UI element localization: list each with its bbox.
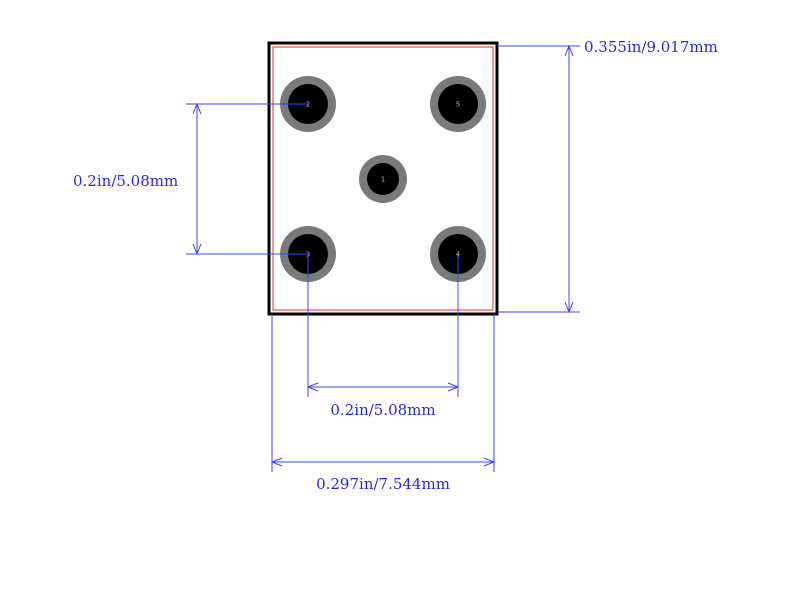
package-outline (267, 41, 499, 316)
courtyard-outline (272, 46, 494, 311)
height-dimension-label: 0.355in/9.017mm (584, 38, 718, 56)
vertical-pitch-label: 0.2in/5.08mm (73, 172, 178, 190)
horizontal-pitch-dimension: 0.2in/5.08mm (306, 254, 460, 419)
width-dimension-label: 0.297in/7.544mm (316, 475, 450, 493)
pad-5: 5 (430, 76, 486, 132)
horizontal-pitch-label: 0.2in/5.08mm (330, 401, 435, 419)
pad-1: 1 (359, 155, 407, 203)
pad-1-label: 1 (381, 176, 385, 184)
pad-5-label: 5 (456, 101, 460, 109)
height-dimension: 0.355in/9.017mm (497, 38, 718, 314)
vertical-pitch-dimension: 0.2in/5.08mm (73, 102, 308, 256)
width-dimension: 0.297in/7.544mm (270, 314, 496, 493)
